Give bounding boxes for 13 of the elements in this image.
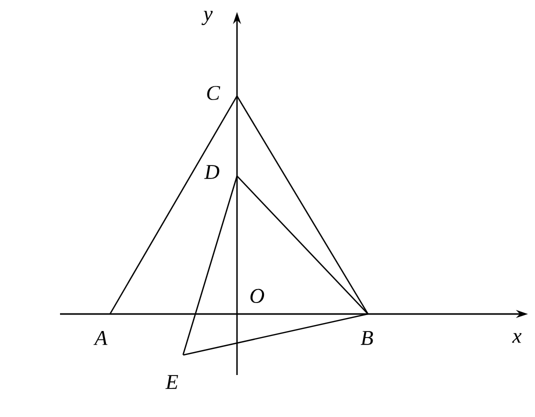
segment bbox=[236, 96, 368, 314]
point: A bbox=[93, 331, 108, 345]
point: C bbox=[207, 86, 220, 100]
point: B bbox=[360, 331, 373, 345]
segment bbox=[182, 176, 238, 355]
point: D bbox=[204, 165, 220, 179]
segment bbox=[236, 176, 368, 314]
segment bbox=[110, 96, 238, 314]
axis-label: O bbox=[250, 288, 264, 304]
segment bbox=[183, 313, 368, 356]
axis-label: x bbox=[512, 333, 522, 343]
axis-label: y bbox=[202, 10, 213, 26]
point: E bbox=[165, 375, 178, 389]
